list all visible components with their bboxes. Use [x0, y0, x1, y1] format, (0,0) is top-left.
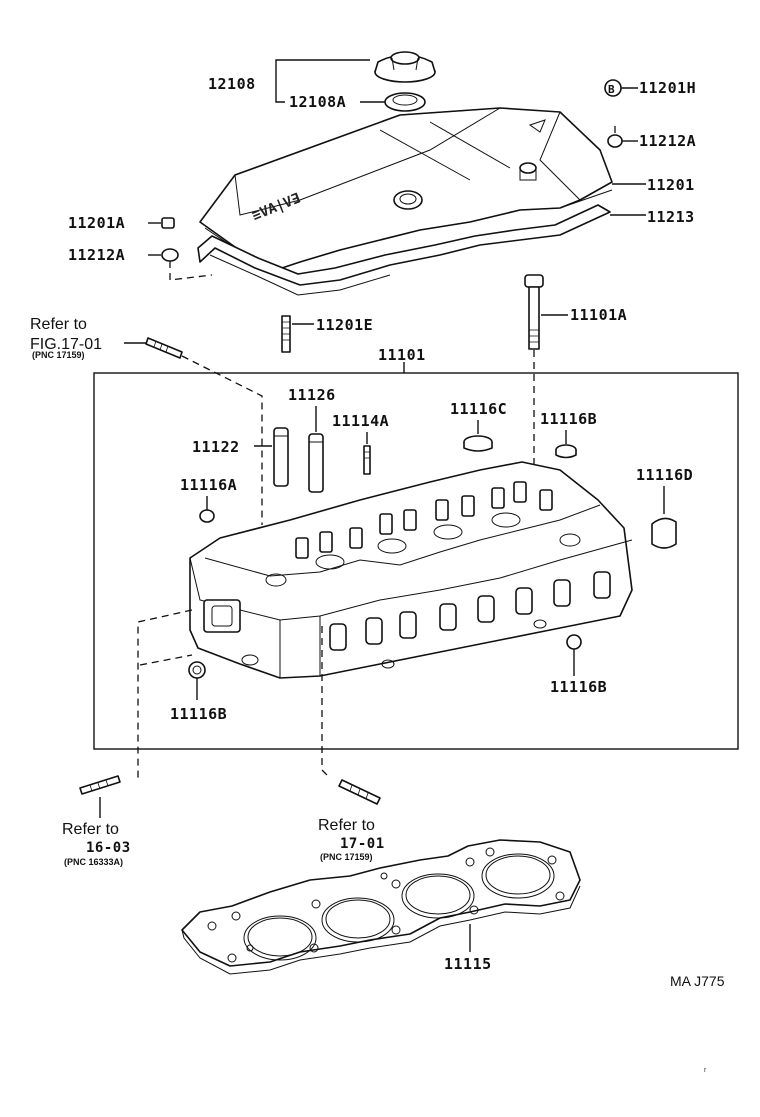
svg-text:(PNC 17159): (PNC 17159): [32, 350, 85, 360]
valve-guide-11122: [273, 427, 289, 487]
stud-lower-middle: [338, 779, 381, 805]
label-11201A: 11201A: [68, 214, 125, 232]
stud-upper-left: [145, 337, 263, 525]
label-11201: 11201: [647, 176, 695, 194]
head-gasket: [181, 839, 581, 975]
label-11213: 11213: [647, 208, 695, 226]
label-11101A: 11101A: [570, 306, 627, 324]
label-11212A-left: 11212A: [68, 246, 125, 264]
label-11201E: 11201E: [316, 316, 373, 334]
plug-11116B-left: [188, 661, 206, 679]
cylinder-head: [189, 461, 633, 679]
svg-text:(PNC 16333A): (PNC 16333A): [64, 857, 123, 867]
svg-text:Refer to: Refer to: [62, 821, 119, 838]
head-bolt: [524, 274, 544, 480]
plug-11116D: [651, 517, 677, 549]
label-11126: 11126: [288, 386, 336, 404]
label-12108: 12108: [208, 75, 256, 93]
reference-17-01: Refer to 17-01 (PNC 17159): [318, 817, 385, 862]
cylinder-head-assembly-box: [93, 372, 739, 750]
plug-11116A: [199, 509, 215, 523]
svg-text:Refer to: Refer to: [30, 316, 87, 333]
svg-text:17-01: 17-01: [340, 836, 385, 852]
drawing-code: MA J775: [670, 973, 725, 989]
badge-b-icon: B: [604, 79, 622, 97]
plug-11116B-top: [555, 444, 577, 459]
label-11116A: 11116A: [180, 476, 237, 494]
svg-text:16-03: 16-03: [86, 840, 131, 856]
valve-guide-11126: [308, 433, 324, 493]
label-11116C: 11116C: [450, 400, 507, 418]
svg-text:Refer to: Refer to: [318, 817, 375, 834]
cap-gasket: [384, 92, 426, 112]
label-12108A: 12108A: [289, 93, 346, 111]
label-11212A-top: 11212A: [639, 132, 696, 150]
label-11116B-left: 11116B: [170, 705, 227, 723]
label-11101: 11101: [378, 346, 426, 364]
reference-16-03: Refer to 16-03 (PNC 16333A): [62, 821, 131, 867]
valve-cover-gasket: [197, 204, 611, 296]
grommet-top: [607, 126, 623, 148]
leader-12108: [275, 59, 385, 103]
plug-11116C: [463, 435, 493, 452]
grommet-left: [161, 248, 213, 281]
dowel-pin: [363, 445, 371, 475]
label-11116B-top: 11116B: [540, 410, 597, 428]
label-11201H: 11201H: [639, 79, 696, 97]
corner-mark: r: [704, 1067, 707, 1074]
nut-11201A: [161, 217, 175, 229]
label-11122: 11122: [192, 438, 240, 456]
oil-filler-cap: [374, 51, 436, 83]
label-11116D: 11116D: [636, 466, 693, 484]
label-11115: 11115: [444, 955, 492, 973]
label-11114A: 11114A: [332, 412, 389, 430]
stud-11201E: [281, 315, 291, 353]
valve-cover: ≡VA|V∃: [199, 107, 613, 273]
plug-11116B-right: [566, 634, 582, 650]
label-11116B-right: 11116B: [550, 678, 607, 696]
reference-fig-17-01: Refer to FIG.17-01 (PNC 17159): [30, 316, 102, 360]
svg-text:(PNC 17159): (PNC 17159): [320, 852, 373, 862]
stud-lower-left: [79, 775, 121, 795]
svg-text:FIG.17-01: FIG.17-01: [30, 336, 102, 353]
svg-text:B: B: [608, 83, 615, 96]
